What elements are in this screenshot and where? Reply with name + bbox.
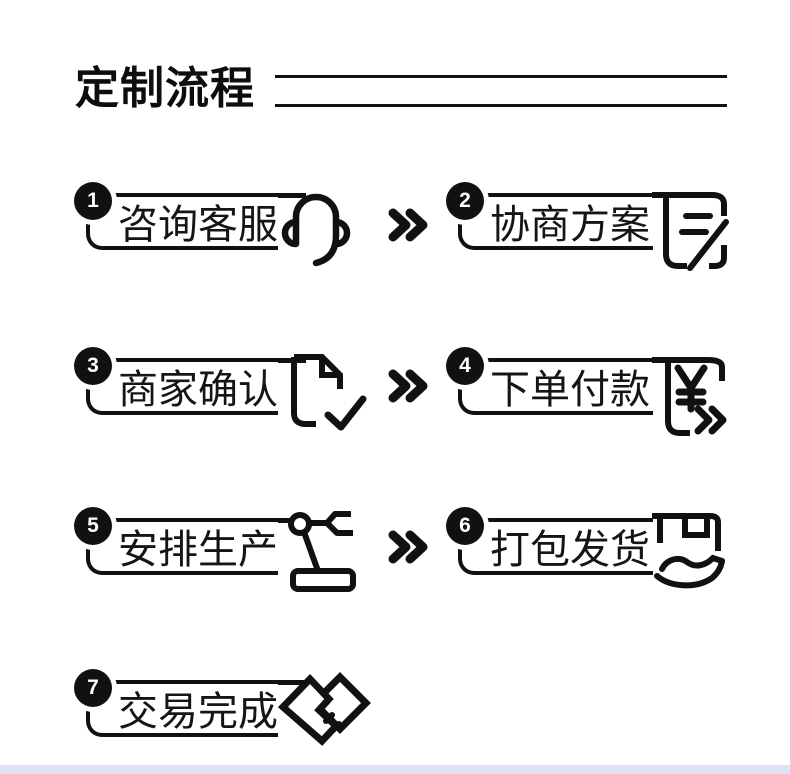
header-rule-top xyxy=(275,75,727,78)
step-card-3: 3 商家确认 xyxy=(72,343,452,455)
step-frame-extension xyxy=(278,193,306,198)
handshake-icon xyxy=(278,672,371,746)
headset-icon xyxy=(281,193,351,267)
step-label: 安排生产 xyxy=(118,528,278,572)
step-label: 协商方案 xyxy=(490,203,650,247)
header-rule-bottom xyxy=(275,104,727,107)
robot-arm-icon xyxy=(288,511,356,592)
step-label: 交易完成 xyxy=(118,690,278,734)
step-frame xyxy=(86,193,278,250)
document-pen-icon xyxy=(652,192,729,271)
step-card-4: 4 下单付款 xyxy=(444,343,790,455)
step-frame xyxy=(86,358,278,415)
package-hand-icon xyxy=(652,513,725,589)
step-frame xyxy=(86,518,278,575)
double-chevron-right-icon xyxy=(388,530,428,564)
step-number-badge: 7 xyxy=(74,669,112,707)
step-card-7: 7 交易完成 xyxy=(72,665,452,774)
step-number-badge: 5 xyxy=(74,507,112,545)
step-number-badge: 3 xyxy=(74,347,112,385)
step-frame xyxy=(458,518,653,575)
step-number-badge: 4 xyxy=(446,347,484,385)
document-check-icon xyxy=(291,354,367,431)
double-chevron-right-icon xyxy=(388,369,428,403)
yen-payment-icon xyxy=(652,357,727,436)
step-label: 下单付款 xyxy=(490,368,650,412)
step-frame xyxy=(458,358,653,415)
step-label: 咨询客服 xyxy=(118,203,278,247)
double-chevron-right-icon xyxy=(388,208,428,242)
page-title: 定制流程 xyxy=(75,64,255,113)
step-card-1: 1 咨询客服 xyxy=(72,178,452,290)
step-card-2: 2 协商方案 xyxy=(444,178,790,290)
step-frame xyxy=(458,193,653,250)
step-card-5: 5 安排生产 xyxy=(72,503,452,615)
step-card-6: 6 打包发货 xyxy=(444,503,790,615)
step-label: 商家确认 xyxy=(118,368,278,412)
step-number-badge: 6 xyxy=(446,507,484,545)
step-number-badge: 1 xyxy=(74,182,112,220)
step-label: 打包发货 xyxy=(490,528,650,572)
page-bottom-strip xyxy=(0,765,790,774)
step-frame xyxy=(86,680,278,737)
step-frame-extension xyxy=(278,680,306,685)
step-number-badge: 2 xyxy=(446,182,484,220)
